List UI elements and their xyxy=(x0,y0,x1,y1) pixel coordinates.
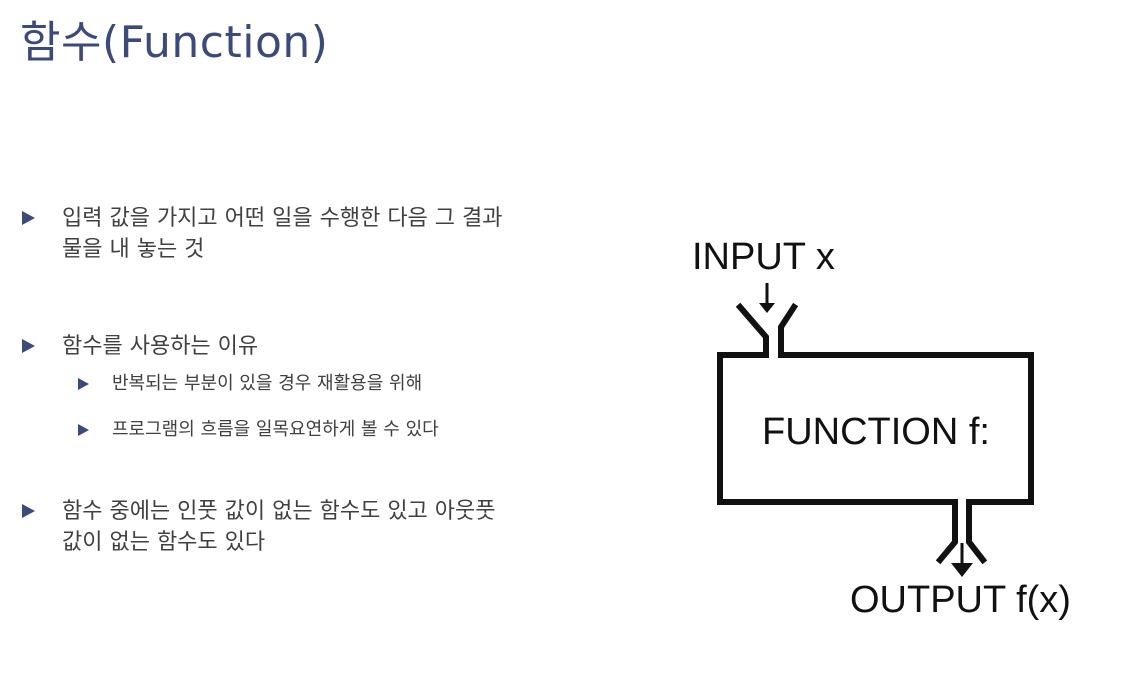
bullet-text: 함수 중에는 인풋 값이 없는 함수도 있고 아웃풋 값이 없는 함수도 있다 xyxy=(62,499,496,555)
bullet-text: 입력 값을 가지고 어떤 일을 수행한 다음 그 결과물을 내 놓는 것 xyxy=(62,206,503,262)
function-label: FUNCTION f: xyxy=(762,411,990,453)
sub-bullet-text: 반복되는 부분이 있을 경우 재활용을 위해 xyxy=(112,373,423,394)
function-machine-graphic xyxy=(717,283,1034,577)
output-arrow-head xyxy=(951,563,973,577)
function-diagram: INPUT x FUNCTION f: OUTPUT f(x) xyxy=(670,225,1110,635)
bullet-marker-icon xyxy=(22,211,35,225)
bullet-item: 함수를 사용하는 이유 xyxy=(22,331,542,362)
slide-title: 함수(Function) xyxy=(20,17,329,68)
sub-bullet-item: 반복되는 부분이 있을 경우 재활용을 위해 xyxy=(22,372,522,396)
sub-bullet-item: 프로그램의 흐름을 일목요연하게 볼 수 있다 xyxy=(22,418,522,442)
bullet-list: 입력 값을 가지고 어떤 일을 수행한 다음 그 결과물을 내 놓는 것 함수를… xyxy=(22,203,542,558)
bullet-text: 함수를 사용하는 이유 xyxy=(62,334,259,359)
input-arrow-head xyxy=(759,303,775,313)
bullet-item: 함수 중에는 인풋 값이 없는 함수도 있고 아웃풋 값이 없는 함수도 있다 xyxy=(22,496,522,558)
input-label: INPUT x xyxy=(692,236,835,278)
bullet-marker-icon xyxy=(22,339,35,353)
bullet-item: 입력 값을 가지고 어떤 일을 수행한 다음 그 결과물을 내 놓는 것 xyxy=(22,203,522,265)
sub-bullet-marker-icon xyxy=(78,424,89,436)
function-box-outline xyxy=(717,302,1034,565)
bullet-marker-icon xyxy=(22,504,35,518)
output-label: OUTPUT f(x) xyxy=(850,579,1071,621)
sub-bullet-marker-icon xyxy=(78,378,89,390)
sub-bullet-text: 프로그램의 흐름을 일목요연하게 볼 수 있다 xyxy=(112,419,439,440)
sub-bullet-list: 반복되는 부분이 있을 경우 재활용을 위해 프로그램의 흐름을 일목요연하게 … xyxy=(22,372,542,442)
